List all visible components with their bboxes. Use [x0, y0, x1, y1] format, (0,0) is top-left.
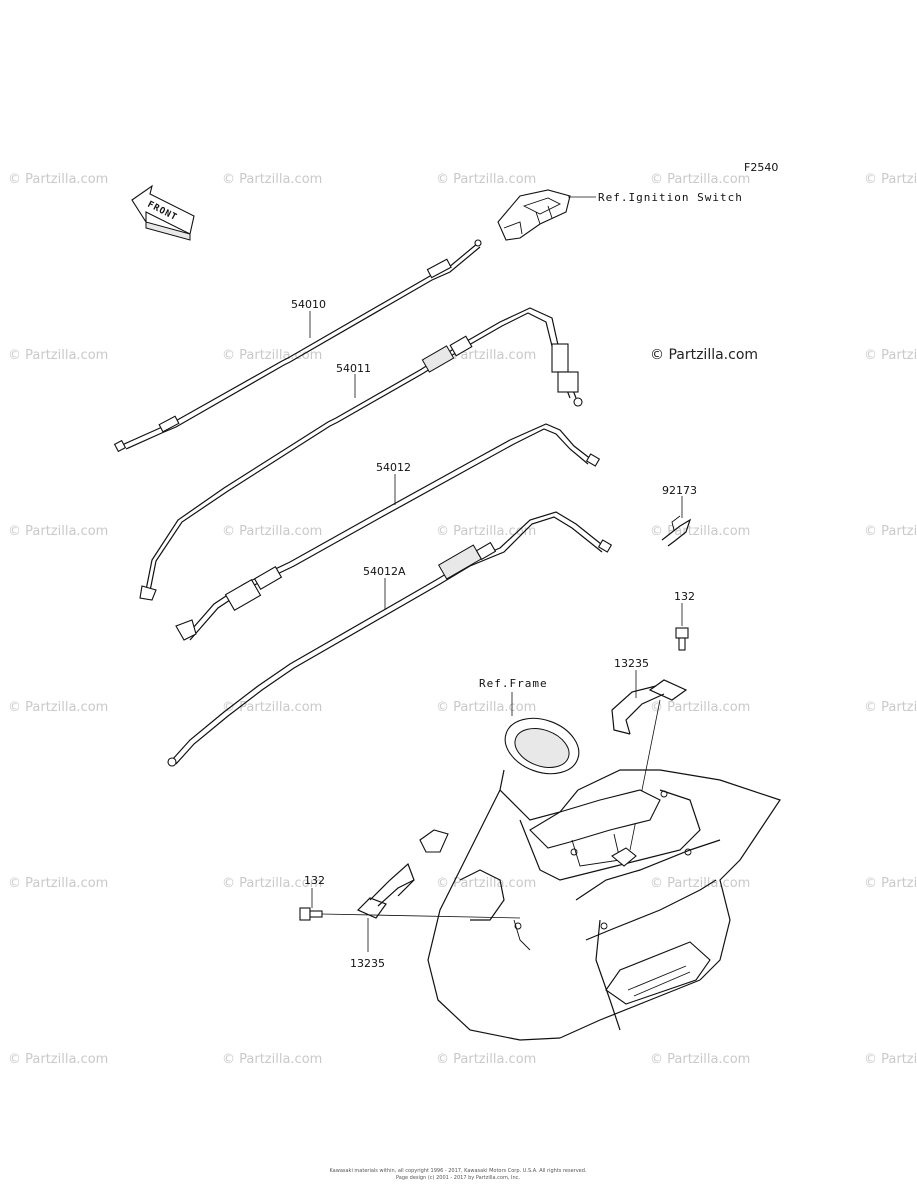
- watermark: © Partzilla.com: [8, 524, 108, 539]
- footer-line-2: Page design (c) 2001 - 2017 by Partzilla…: [396, 1175, 520, 1181]
- watermark: © Partzilla.com: [8, 700, 108, 715]
- cable-54012: 54012: [175, 423, 601, 641]
- watermark: © Partzilla.com: [864, 1052, 917, 1067]
- label-54012: 54012: [376, 461, 411, 474]
- watermark: © Partzilla.com: [650, 1052, 750, 1067]
- bolt-132-left: 132: [299, 874, 325, 921]
- label-132-left: 132: [304, 874, 325, 887]
- watermark: © Partzilla.com: [436, 1052, 536, 1067]
- label-13235-left: 13235: [350, 957, 385, 970]
- cable-54010: 54010: [113, 239, 482, 453]
- label-92173: 92173: [662, 484, 697, 497]
- watermark: © Partzilla.com: [436, 700, 536, 715]
- watermark: © Partzilla.com: [222, 876, 322, 891]
- frame-ref: Ref.Frame: [419, 677, 781, 1041]
- bracket-13235-left: 13235: [321, 862, 521, 970]
- watermark: © Partzilla.com: [222, 1052, 322, 1067]
- watermark: © Partzilla.com: [8, 1052, 108, 1067]
- label-54012a: 54012A: [363, 565, 406, 578]
- watermark: © Partzilla.com: [650, 876, 750, 891]
- watermark: © Partzilla.com: [864, 348, 917, 363]
- watermark: © Partzilla.com: [222, 700, 322, 715]
- watermark: © Partzilla.com: [864, 876, 917, 891]
- ignition-switch-ref: Ref.Ignition Switch: [497, 189, 743, 241]
- label-13235-top: 13235: [614, 657, 649, 670]
- front-arrow-icon: FRONT: [131, 184, 195, 241]
- figure-code: F2540: [744, 161, 778, 174]
- frame-label: Ref.Frame: [479, 677, 548, 690]
- bracket-13235-top: 13235: [611, 657, 688, 851]
- label-54010: 54010: [291, 298, 326, 311]
- watermark: © Partzilla.com: [864, 524, 917, 539]
- watermark: © Partzilla.com: [436, 524, 536, 539]
- label-132-top: 132: [674, 590, 695, 603]
- watermark: © Partzilla.com: [8, 172, 108, 187]
- footer-line-1: Kawasaki materials within, all copyright…: [329, 1168, 586, 1174]
- label-54011: 54011: [336, 362, 371, 375]
- watermark: © Partzilla.com: [650, 524, 750, 539]
- watermark: © Partzilla.com: [650, 700, 750, 715]
- copyright-mark: © Partzilla.com: [650, 347, 758, 363]
- ignition-switch-label: Ref.Ignition Switch: [598, 191, 743, 204]
- watermark: © Partzilla.com: [222, 348, 322, 363]
- watermark: © Partzilla.com: [864, 172, 917, 187]
- watermark-grid: © Partzilla.com © Partzilla.com © Partzi…: [8, 172, 917, 1067]
- bolt-132-top: 132: [674, 590, 695, 651]
- watermark: © Partzilla.com: [8, 876, 108, 891]
- cable-54011: 54011: [139, 307, 583, 601]
- clamp-92173: 92173: [661, 484, 697, 547]
- watermark: © Partzilla.com: [650, 172, 750, 187]
- cable-54012a: 54012A: [167, 511, 613, 767]
- watermark: © Partzilla.com: [222, 524, 322, 539]
- watermark: © Partzilla.com: [222, 172, 322, 187]
- watermark: © Partzilla.com: [864, 700, 917, 715]
- watermark: © Partzilla.com: [8, 348, 108, 363]
- watermark: © Partzilla.com: [436, 172, 536, 187]
